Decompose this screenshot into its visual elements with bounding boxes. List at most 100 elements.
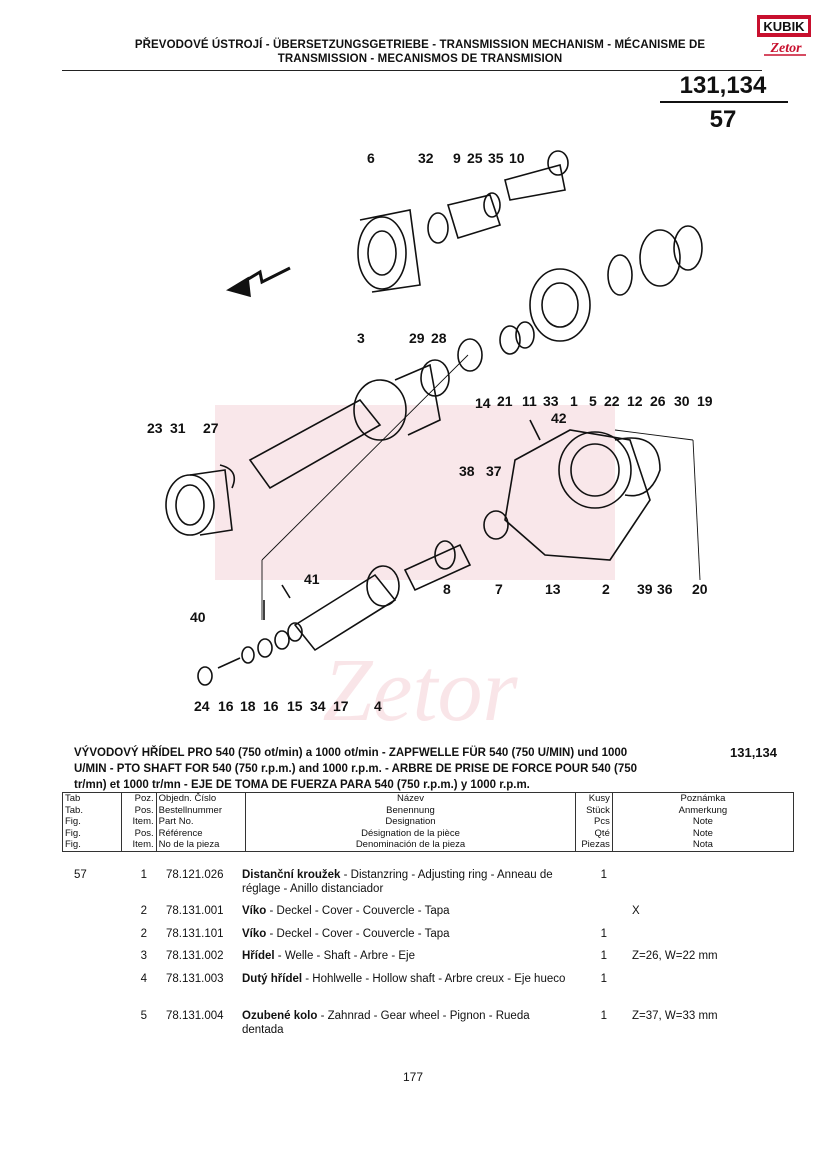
model-code: 131,134: [679, 72, 767, 99]
callout-21: 21: [497, 393, 513, 409]
callout-1: 1: [570, 393, 578, 409]
row-note: Z=26, W=22 mm: [632, 950, 718, 962]
callout-24: 24: [194, 698, 210, 714]
callout-36: 36: [657, 581, 673, 597]
row-qty: 1: [600, 1010, 607, 1022]
logo-text-zetor: Zetor: [769, 41, 802, 56]
callout-19: 19: [697, 393, 713, 409]
callout-6: 6: [367, 150, 375, 166]
callout-25: 25: [467, 150, 483, 166]
callout-16b: 16: [263, 698, 279, 714]
row-note: X: [632, 905, 640, 917]
row-name: Víko - Deckel - Cover - Couvercle - Tapa: [242, 928, 450, 940]
callout-11: 11: [522, 393, 537, 409]
callout-37: 37: [486, 463, 502, 479]
callout-39: 39: [637, 581, 653, 597]
row-ref: 78.131.101: [166, 928, 224, 940]
logo-text-kubik: KUBIK: [763, 19, 805, 34]
row-name: Ozubené kolo - Zahnrad - Gear wheel - Pi…: [242, 1010, 530, 1036]
row-qty: 1: [600, 950, 607, 962]
callout-40: 40: [190, 609, 206, 625]
row-ref: 78.131.003: [166, 973, 224, 985]
callout-12: 12: [627, 393, 643, 409]
page-number: 177: [402, 1070, 424, 1084]
callout-7: 7: [495, 581, 503, 597]
row-ref: 78.131.002: [166, 950, 224, 962]
row-pos: 1: [140, 869, 147, 881]
small-parts: [197, 419, 541, 686]
pto-shaft-exploded-diagram: Zetor: [147, 150, 713, 730]
row-name: Dutý hřídel - Hohlwelle - Hollow shaft -…: [242, 973, 566, 985]
callout-18: 18: [240, 698, 256, 714]
callout-32: 32: [418, 150, 434, 166]
callout-29: 29: [409, 330, 425, 346]
callout-42: 42: [551, 410, 567, 426]
header-title-line2: TRANSMISSION - MECANISMOS DE TRANSMISION: [277, 53, 563, 65]
callout-33: 33: [543, 393, 559, 409]
callout-2: 2: [602, 581, 610, 597]
row-pos: 2: [140, 928, 147, 940]
row-qty: 1: [600, 869, 607, 881]
callout-23: 23: [147, 420, 163, 436]
header-title-line1: PŘEVODOVÉ ÚSTROJÍ - ÜBERSETZUNGSGETRIEBE…: [134, 39, 706, 51]
diagram-callouts: 6 32 9 25 35 10 3 29 28 14 21 11 33 1 5 …: [147, 150, 713, 714]
kubik-watermark: Zetor: [215, 405, 615, 730]
callout-35: 35: [488, 150, 504, 166]
callout-30: 30: [674, 393, 690, 409]
cover-assembly: [483, 429, 661, 561]
callout-9: 9: [453, 150, 461, 166]
row-name: Hřídel - Welle - Shaft - Arbre - Eje: [242, 950, 415, 962]
callout-26: 26: [650, 393, 666, 409]
section-description: VÝVODOVÝ HŘÍDEL PRO 540 (750 ot/min) a 1…: [74, 745, 714, 793]
row-pos: 4: [140, 973, 147, 985]
callout-22: 22: [604, 393, 620, 409]
row-ref: 78.131.004: [166, 1010, 224, 1022]
callout-8: 8: [443, 581, 451, 597]
row-name: Víko - Deckel - Cover - Couvercle - Tapa: [242, 905, 450, 917]
header-divider: [62, 70, 762, 71]
callout-31: 31: [170, 420, 186, 436]
svg-text:Zetor: Zetor: [322, 641, 518, 730]
row-pos: 3: [140, 950, 147, 962]
callout-16a: 16: [218, 698, 234, 714]
callout-34: 34: [310, 698, 326, 714]
callout-28: 28: [431, 330, 447, 346]
header-pos: Poz.Pos.Item.Pos.Item.: [120, 792, 157, 852]
callout-15: 15: [287, 698, 303, 714]
callout-10: 10: [509, 150, 525, 166]
row-tab: 57: [74, 869, 87, 881]
left-bearing-assembly: [165, 464, 236, 536]
description-line3: tr/mn) et 1000 tr/mn - EJE DE TOMA DE FU…: [74, 779, 530, 791]
callout-4: 4: [374, 698, 382, 714]
figure-number: 57: [709, 106, 737, 133]
callout-3: 3: [357, 330, 365, 346]
callout-5: 5: [589, 393, 597, 409]
section-code: 131,134: [730, 745, 777, 760]
row-qty: 1: [600, 928, 607, 940]
callout-13: 13: [545, 581, 561, 597]
page-header-title: PŘEVODOVÉ ÚSTROJÍ - ÜBERSETZUNGSGETRIEBE…: [100, 38, 740, 66]
row-note: Z=37, W=33 mm: [632, 1010, 718, 1022]
callout-20: 20: [692, 581, 708, 597]
callout-14: 14: [475, 395, 491, 411]
row-pos: 5: [140, 1010, 147, 1022]
callout-41: 41: [304, 571, 320, 587]
guide-lines: [261, 354, 701, 620]
callout-27: 27: [203, 420, 219, 436]
description-line1: VÝVODOVÝ HŘÍDEL PRO 540 (750 ot/min) a 1…: [74, 747, 628, 759]
description-line2: U/MIN - PTO SHAFT FOR 540 (750 r.p.m.) a…: [74, 763, 638, 775]
row-ref: 78.131.001: [166, 905, 224, 917]
row-ref: 78.121.026: [166, 869, 224, 881]
hollow-shaft-assembly: [293, 540, 472, 652]
top-gear-assembly: [357, 150, 569, 293]
callout-38: 38: [459, 463, 475, 479]
model-code-divider: [660, 101, 788, 103]
row-name: Distanční kroužek - Distanzring - Adjust…: [242, 869, 553, 895]
row-qty: 1: [600, 973, 607, 985]
